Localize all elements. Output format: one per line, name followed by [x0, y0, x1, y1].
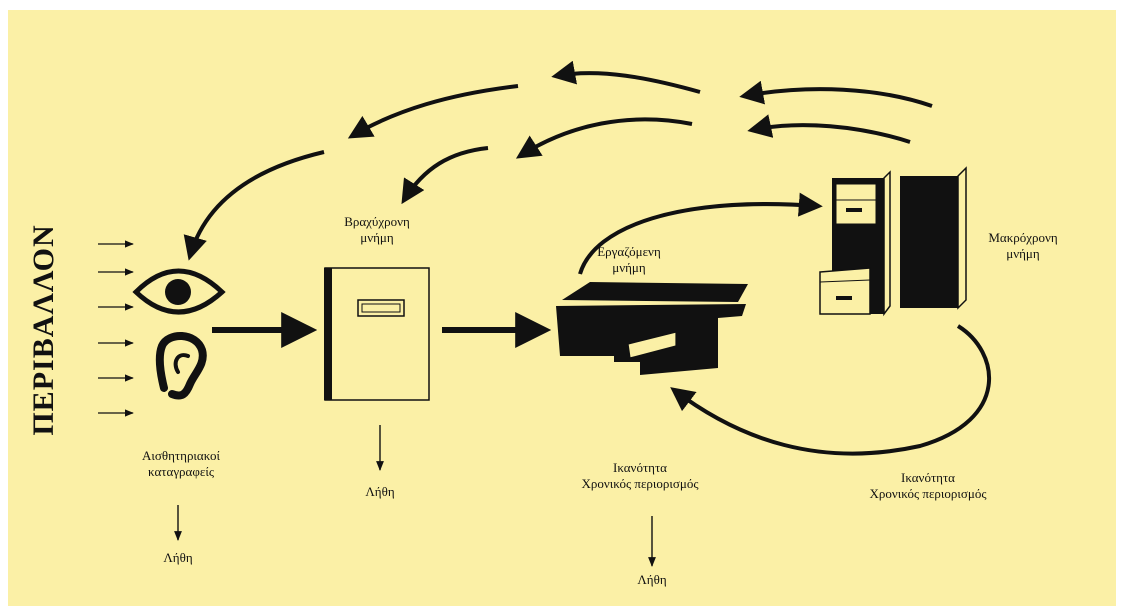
long-term-label-line1: Μακρόχρονη [988, 230, 1058, 245]
feedback-arrow [739, 80, 933, 108]
environment-label: ΠΕΡΙΒΑΛΛΟΝ [27, 224, 60, 436]
working-memory-label: Εργαζόμενη μνήμη [574, 244, 684, 276]
sensory-label-line1: Αισθητηριακοί [142, 448, 220, 463]
feedback-arrow [515, 117, 693, 159]
longterm-to-working-arrow [670, 324, 991, 456]
long-term-capacity: Ικανότητα [900, 470, 955, 485]
feedback-arrows [183, 60, 933, 261]
short-term-label-line1: Βραχύχρονη [344, 214, 410, 229]
notebook-icon [324, 267, 430, 401]
filing-cabinet-icon [819, 166, 967, 317]
sensory-registers-label: Αισθητηριακοί καταγραφείς [126, 448, 236, 480]
desk-icon [556, 282, 748, 375]
long-term-memory-label: Μακρόχρονη μνήμη [968, 230, 1078, 262]
ear-icon [155, 332, 207, 400]
environment-input-arrows [98, 240, 134, 417]
feedback-arrow [347, 84, 519, 139]
working-to-longterm-arrow [578, 192, 823, 275]
feedback-arrow [551, 60, 701, 94]
working-forgetting-label: Λήθη [637, 572, 667, 587]
working-capacity-label: Ικανότητα Χρονικός περιορισμός [540, 460, 740, 492]
feedback-arrow [747, 114, 911, 144]
forgetting-arrows [174, 425, 656, 567]
working-time-limit: Χρονικός περιορισμός [581, 476, 699, 491]
long-term-capacity-label: Ικανότητα Χρονικός περιορισμός [828, 470, 1028, 502]
working-label-line2: μνήμη [612, 260, 646, 275]
working-label-line1: Εργαζόμενη [597, 244, 661, 259]
short-term-memory-label: Βραχύχρονη μνήμη [318, 214, 436, 246]
long-term-label-line2: μνήμη [1006, 246, 1040, 261]
feedback-arrow [401, 146, 489, 205]
eye-icon [132, 268, 226, 315]
long-term-time-limit: Χρονικός περιορισμός [869, 486, 987, 501]
working-capacity: Ικανότητα [612, 460, 667, 475]
feedback-arrow [183, 150, 325, 261]
sensory-label-line2: καταγραφείς [148, 464, 214, 479]
sensory-forgetting-label: Λήθη [163, 550, 193, 565]
short-term-label-line2: μνήμη [360, 230, 394, 245]
short-term-forgetting-label: Λήθη [365, 484, 395, 499]
